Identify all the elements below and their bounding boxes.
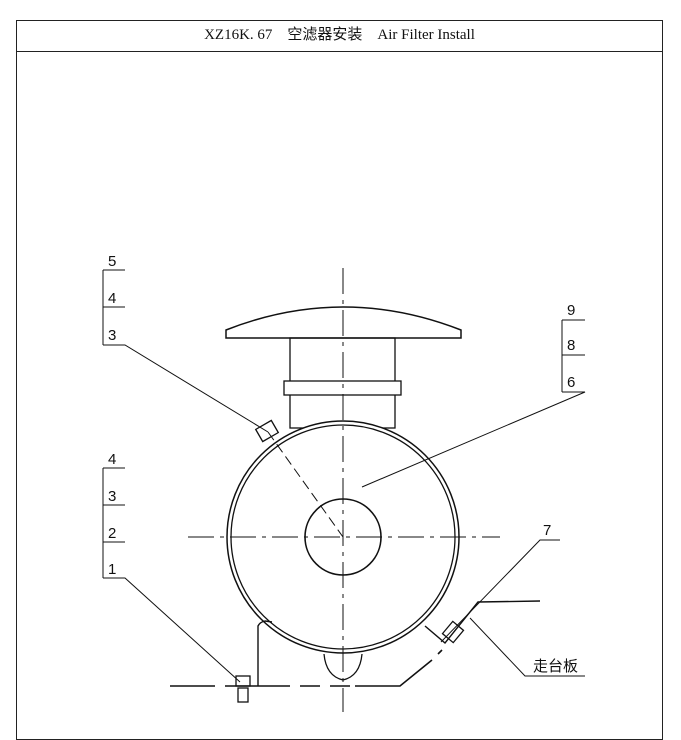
callout-2: 2 xyxy=(108,525,116,542)
callout-4: 4 xyxy=(108,290,116,307)
callout-7: 7 xyxy=(543,522,551,539)
callout-3: 3 xyxy=(108,327,116,344)
left-bolt xyxy=(235,675,251,687)
left-bracket xyxy=(257,620,273,686)
callout-1: 1 xyxy=(108,561,116,578)
clamp-bolt-top xyxy=(254,419,280,443)
right-bracket xyxy=(424,600,541,644)
callout-9: 9 xyxy=(567,302,575,319)
callout-4b: 4 xyxy=(108,451,116,468)
air-filter-drawing: 5 4 3 9 8 6 4 3 2 1 7 走台板 xyxy=(102,253,586,712)
callout-3b: 3 xyxy=(108,488,116,505)
callout-5: 5 xyxy=(108,253,116,270)
callout-6: 6 xyxy=(567,374,575,391)
callout-leaders xyxy=(102,269,586,683)
right-bolt xyxy=(441,620,465,644)
drain-valve xyxy=(323,653,363,681)
drawing-title: XZ16K. 67 空滤器安装 Air Filter Install xyxy=(16,20,663,52)
callout-8: 8 xyxy=(567,337,575,354)
walkway-plate-label: 走台板 xyxy=(533,657,578,675)
rain-cap xyxy=(225,306,462,339)
